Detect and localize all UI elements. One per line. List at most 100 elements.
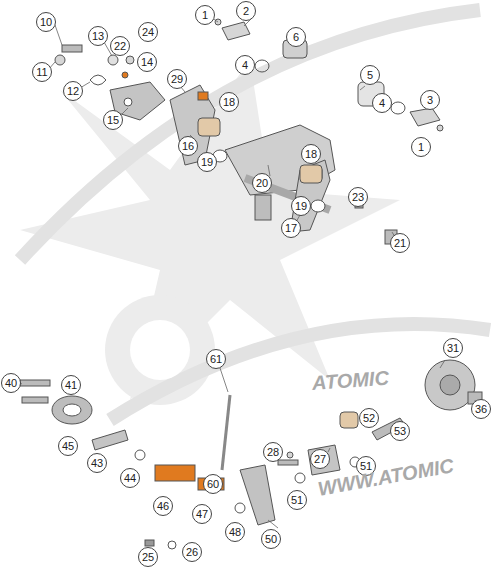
callout-circle: 4 (235, 55, 255, 75)
callout-number: 25 (142, 552, 154, 563)
callout-number: 4 (242, 60, 248, 71)
callout-circle: 53 (390, 421, 410, 441)
callout-circle: 18 (219, 92, 239, 112)
callout-circle: 20 (252, 173, 272, 193)
callout-number: 28 (267, 447, 279, 458)
callout-number: 46 (157, 501, 169, 512)
callout-circle: 15 (103, 110, 123, 130)
callout-circle: 12 (63, 81, 83, 101)
callout-number: 20 (256, 178, 268, 189)
callout-circle: 11 (32, 62, 52, 82)
callout-number: 60 (207, 479, 219, 490)
callout-circle: 61 (206, 349, 226, 369)
callout-circle: 3 (420, 90, 440, 110)
callout-circle: 45 (58, 436, 78, 456)
callout-number: 29 (171, 74, 183, 85)
callout-number: 45 (62, 441, 74, 452)
callout-circle: 52 (359, 408, 379, 428)
callout-circle: 36 (471, 399, 491, 419)
callout-number: 6 (293, 32, 299, 43)
callout-circle: 14 (137, 52, 157, 72)
callout-circle: 18 (301, 144, 321, 164)
callout-number: 19 (295, 201, 307, 212)
callout-circle: 27 (310, 449, 330, 469)
callout-circle: 4 (372, 93, 392, 113)
callout-number: 48 (229, 527, 241, 538)
callout-circle: 10 (36, 12, 56, 32)
callout-number: 31 (447, 343, 459, 354)
callout-number: 2 (243, 6, 249, 17)
callout-circle: 31 (443, 338, 463, 358)
callout-circle: 60 (203, 474, 223, 494)
callout-circle: 48 (225, 522, 245, 542)
callout-circle: 24 (138, 22, 158, 42)
callout-circle: 29 (167, 69, 187, 89)
callout-number: 18 (305, 149, 317, 160)
callout-number: 40 (5, 378, 17, 389)
callout-circle: 41 (61, 375, 81, 395)
callout-number: 12 (67, 86, 79, 97)
callout-number: 24 (142, 27, 154, 38)
watermark-arc (20, 10, 490, 420)
callout-number: 16 (182, 141, 194, 152)
callout-circle: 25 (138, 547, 158, 567)
callout-circle: 1 (411, 137, 431, 157)
callout-circle: 43 (87, 453, 107, 473)
callout-circle: 50 (261, 529, 281, 549)
callout-number: 47 (196, 509, 208, 520)
callout-circle: 23 (348, 187, 368, 207)
callout-circle: 21 (390, 233, 410, 253)
callout-circle: 44 (120, 468, 140, 488)
callout-circle: 13 (88, 26, 108, 46)
callout-number: 53 (394, 426, 406, 437)
callout-number: 10 (40, 17, 52, 28)
callout-circle: 19 (197, 152, 217, 172)
callout-number: 1 (418, 142, 424, 153)
callout-number: 43 (91, 458, 103, 469)
callout-number: 26 (186, 547, 198, 558)
callout-circle: 19 (291, 196, 311, 216)
callout-number: 22 (114, 41, 126, 52)
callout-number: 13 (92, 31, 104, 42)
callout-number: 21 (394, 238, 406, 249)
callout-circle: 46 (153, 496, 173, 516)
callout-circle: 17 (281, 218, 301, 238)
callout-number: 15 (107, 115, 119, 126)
callout-number: 4 (379, 98, 385, 109)
callout-number: 17 (285, 223, 297, 234)
callout-circle: 47 (192, 504, 212, 524)
callout-number: 52 (363, 413, 375, 424)
callout-number: 11 (36, 67, 47, 78)
watermark-text: WWW.ATOMIC (316, 454, 456, 501)
callout-number: 1 (202, 10, 208, 21)
parts (20, 19, 482, 549)
callout-number: 5 (367, 70, 373, 81)
callout-circle: 26 (182, 542, 202, 562)
callout-number: 14 (141, 57, 153, 68)
callout-number: 3 (427, 95, 433, 106)
callout-circle: 6 (286, 27, 306, 47)
callout-circle: 51 (287, 490, 307, 510)
callout-number: 51 (291, 495, 303, 506)
callout-number: 27 (314, 454, 326, 465)
watermark-shape (20, 60, 400, 405)
callout-number: 61 (210, 354, 222, 365)
callout-number: 18 (223, 97, 235, 108)
leader-line (20, 18, 476, 528)
callout-number: 50 (265, 534, 277, 545)
callout-circle: 22 (110, 36, 130, 56)
callout-circle: 28 (263, 442, 283, 462)
callout-circle: 5 (360, 65, 380, 85)
callout-number: 41 (65, 380, 77, 391)
callout-circle: 2 (236, 1, 256, 21)
watermark-text: ATOMIC (311, 367, 389, 395)
callout-number: 36 (475, 404, 487, 415)
callout-circle: 16 (178, 136, 198, 156)
callout-circle: 40 (1, 373, 21, 393)
callout-circle: 1 (195, 5, 215, 25)
callout-number: 19 (201, 157, 213, 168)
callout-number: 44 (124, 473, 136, 484)
callout-number: 23 (352, 192, 364, 203)
